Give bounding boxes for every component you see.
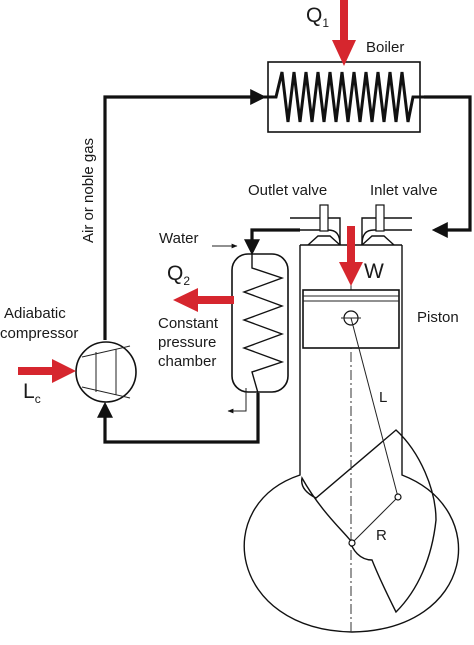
outlet-valve-label: Outlet valve [248,182,327,199]
heat-rejection-arrow [173,288,234,312]
work-output-arrow [339,226,363,286]
inlet-valve [361,204,412,246]
q2-label: Q2 [167,262,190,288]
rod-length-label: L [379,389,387,406]
piston-label: Piston [417,309,459,326]
heat-input-arrow [332,0,356,66]
chamber-label-line2: pressure [158,334,216,351]
q1-label: Q1 [306,4,329,30]
pipe-loop [97,89,472,444]
connecting-rod [348,317,402,547]
boiler-label: Boiler [366,39,404,56]
adiabatic-compressor [75,341,137,403]
crank-radius-label: R [376,527,387,544]
outlet-valve [290,204,341,246]
chamber-label-line1: Constant [158,315,219,332]
w-label: W [364,260,384,283]
lc-label: Lc [23,380,41,406]
boiler [263,61,424,133]
compressor-label-line2: compressor [0,325,78,342]
compressor-label-line1: Adiabatic [4,305,66,322]
constant-pressure-chamber [212,243,289,414]
water-label: Water [159,230,198,247]
compressor-work-arrow [18,359,76,383]
inlet-valve-label: Inlet valve [370,182,438,199]
gas-label: Air or noble gas [80,138,97,243]
chamber-label-line3: chamber [158,353,216,370]
